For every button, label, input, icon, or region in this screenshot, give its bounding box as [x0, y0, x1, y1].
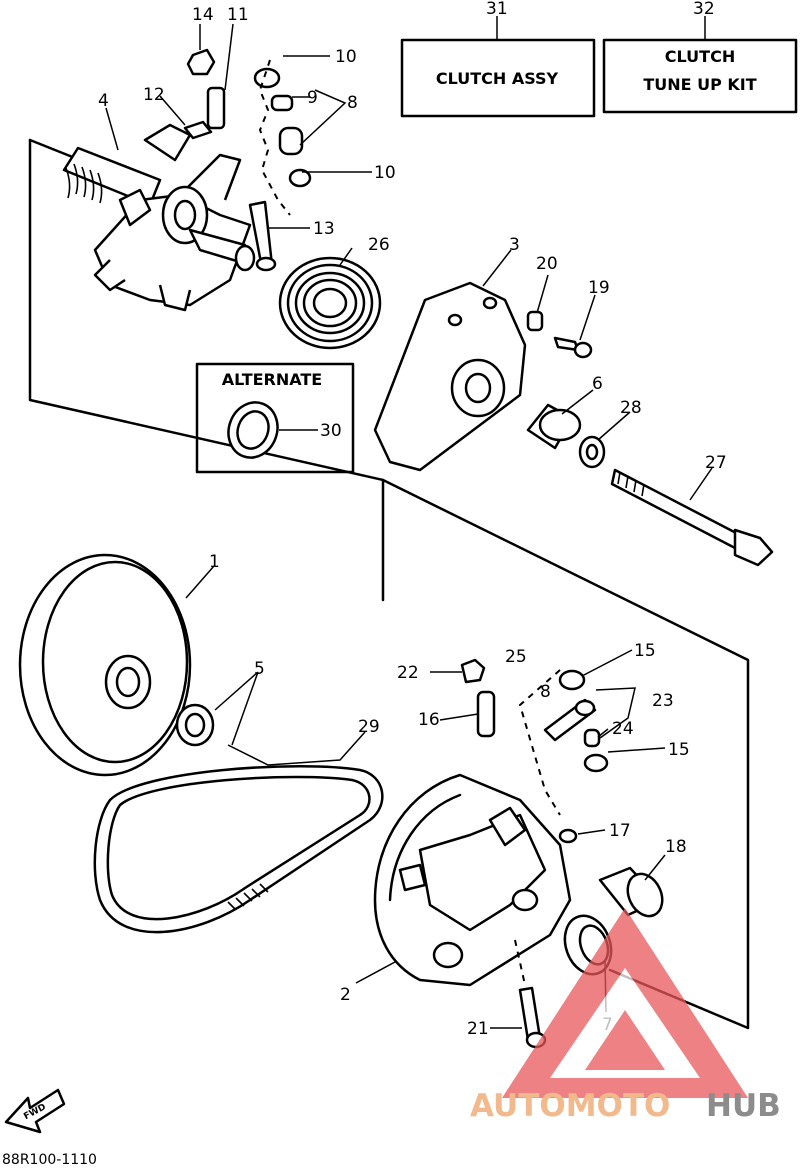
clutch-assy-label: CLUTCH ASSY — [436, 69, 559, 88]
callout-30: 30 — [320, 421, 342, 441]
callout-28: 28 — [620, 398, 642, 418]
clutch-assy-box: CLUTCH ASSY — [400, 16, 596, 118]
bolt-20 — [526, 310, 544, 332]
bolt-19 — [553, 336, 593, 359]
callout-9: 9 — [307, 88, 318, 108]
spacer-5 — [175, 703, 215, 747]
alternate-box: ALTERNATE — [195, 362, 355, 474]
fwd-arrow-icon: FWD — [4, 1088, 66, 1134]
fixed-sheave — [18, 553, 192, 777]
callout-3: 3 — [509, 235, 520, 255]
callout-17: 17 — [609, 821, 631, 841]
callout-11: 11 — [227, 5, 249, 25]
primary-sheave-shaft — [62, 123, 256, 312]
watermark-logo-icon — [502, 908, 748, 1098]
tune-up-kit-box: CLUTCH TUNE UP KIT — [602, 16, 798, 114]
sliding-sheave — [373, 773, 572, 987]
diagram-code: 88R100-1110 — [2, 1152, 97, 1168]
callout-15a: 15 — [634, 641, 656, 661]
callout-22: 22 — [397, 663, 419, 683]
callout-23: 23 — [652, 691, 674, 711]
callout-19: 19 — [588, 278, 610, 298]
callout-18: 18 — [665, 837, 687, 857]
tune-kit-label-2: TUNE UP KIT — [643, 75, 756, 94]
callout-29: 29 — [358, 717, 380, 737]
callout-24: 24 — [612, 719, 634, 739]
callout-25: 25 — [505, 647, 527, 667]
callout-21: 21 — [467, 1019, 489, 1039]
callout-14: 14 — [192, 5, 214, 25]
callout-8b: 8 — [540, 682, 551, 702]
alternate-label: ALTERNATE — [222, 370, 322, 389]
watermark-part2: HUB — [706, 1088, 781, 1124]
small-parts-top — [183, 48, 312, 272]
callout-27: 27 — [705, 453, 727, 473]
bushing-6 — [526, 403, 582, 450]
callout-6: 6 — [592, 374, 603, 394]
callout-5: 5 — [254, 659, 265, 679]
callout-15b: 15 — [668, 740, 690, 760]
callout-10b: 10 — [374, 163, 396, 183]
callout-20: 20 — [536, 254, 558, 274]
callout-4: 4 — [98, 91, 109, 111]
callout-32: 32 — [693, 0, 715, 19]
callout-8a: 8 — [347, 93, 358, 113]
callout-16: 16 — [418, 710, 440, 730]
callout-numbers: 14 11 10 9 8 10 12 4 13 26 3 20 19 6 28 … — [98, 0, 727, 1039]
callout-31: 31 — [486, 0, 508, 19]
watermark-part1: AUTOMOTO — [470, 1088, 670, 1124]
spring — [278, 256, 382, 350]
watermark-text: AUTOMOTO HUB — [470, 1088, 781, 1124]
callout-2: 2 — [340, 985, 351, 1005]
callout-10a: 10 — [335, 47, 357, 67]
callout-13: 13 — [313, 219, 335, 239]
callout-1: 1 — [209, 552, 220, 572]
drive-belt — [93, 765, 384, 934]
callout-26: 26 — [368, 235, 390, 255]
cover — [373, 281, 527, 472]
bolt-27 — [610, 468, 774, 567]
callout-12: 12 — [143, 85, 165, 105]
washer-28 — [578, 435, 606, 469]
tune-kit-label-1: CLUTCH — [665, 47, 735, 66]
